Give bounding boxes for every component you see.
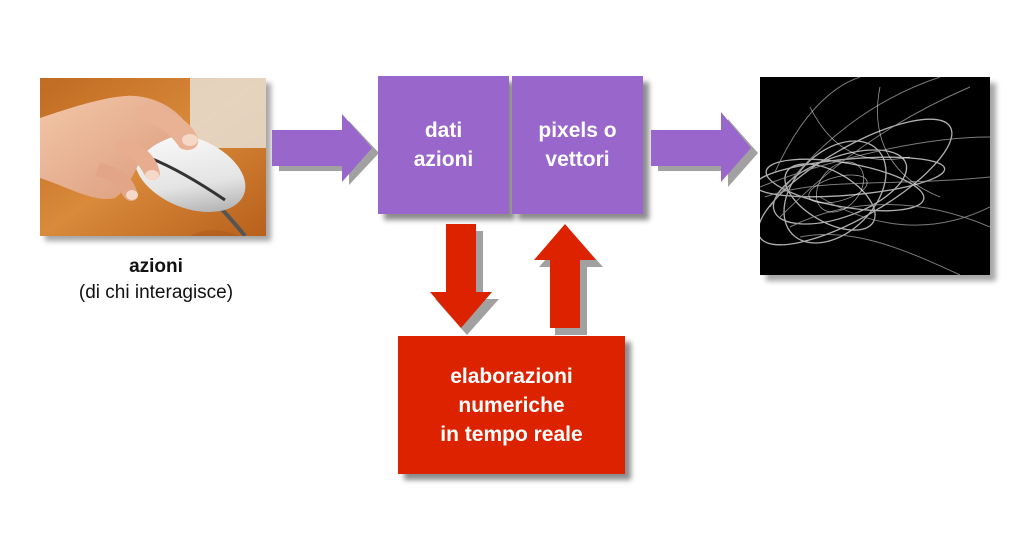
pixels-vectors-line2: vettori	[545, 148, 610, 171]
arrow-up-from-computation	[532, 224, 603, 335]
computation-line3: in tempo reale	[440, 422, 583, 446]
computation-line1: elaborazioni	[450, 364, 573, 388]
arrow-right-output	[651, 112, 761, 187]
computation-line2: numeriche	[458, 393, 565, 417]
data-actions-line1: dati	[424, 119, 463, 142]
arrow-down-to-computation	[428, 224, 499, 335]
caption-title: azioni	[129, 256, 183, 277]
caption-subtitle: (di chi interagisce)	[78, 282, 234, 303]
data-actions-line2: azioni	[413, 148, 474, 171]
computation-box: elaborazioni numeriche in tempo reale	[398, 336, 625, 474]
mouse-photo	[40, 78, 266, 236]
pixels-vectors-box: pixels o vettori	[512, 76, 643, 214]
pixels-vectors-line1: pixels o	[538, 119, 617, 142]
data-actions-box: dati azioni	[378, 76, 509, 214]
output-graphic	[760, 77, 990, 275]
input-caption: azioni (di chi interagisce)	[40, 254, 272, 306]
arrow-right-input	[272, 114, 382, 185]
